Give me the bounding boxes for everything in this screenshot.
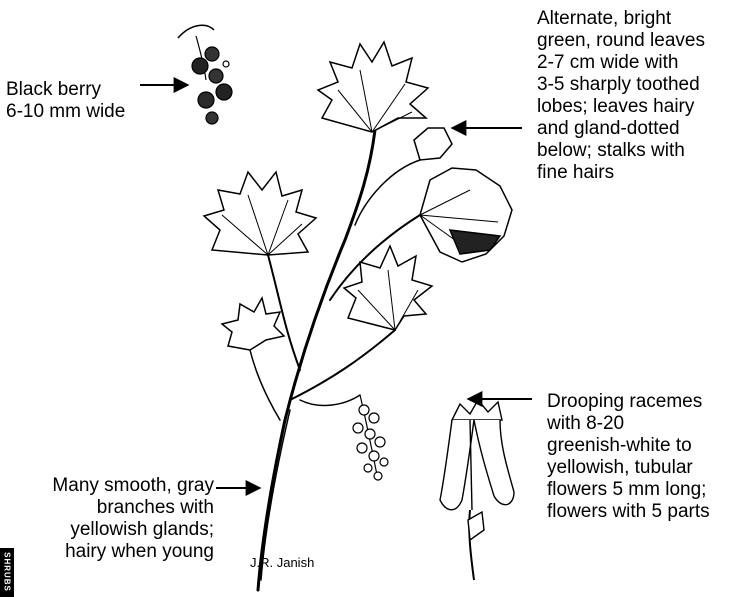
berry-label-line: Black berry (6, 79, 166, 101)
leaf (344, 246, 432, 330)
berry-cluster (178, 25, 232, 124)
berry-label: Black berry 6-10 mm wide (6, 79, 166, 123)
section-tab-label: SHRUBS (3, 552, 12, 592)
leaves-label-line: lobes; leaves hairy (537, 96, 736, 118)
leaves-label-line: green, round leaves (537, 30, 736, 52)
leaf (204, 172, 316, 255)
leaf (420, 168, 512, 262)
branches-label-line: Many smooth, gray (14, 475, 214, 497)
flowers-label-line: Drooping racemes (547, 391, 736, 413)
flowers-label-line: flowers with 5 parts (547, 501, 736, 523)
branches-label-line: hairy when young (14, 541, 214, 563)
flowers-label: Drooping racemes with 8-20 greenish-whit… (547, 391, 736, 523)
berry-label-line: 6-10 mm wide (6, 101, 166, 123)
leaves-label: Alternate, bright green, round leaves 2-… (537, 8, 736, 184)
leaves-label-line: and gland-dotted (537, 118, 736, 140)
branches-label-line: branches with (14, 497, 214, 519)
branches-label-line: yellowish glands; (14, 519, 214, 541)
leaves-label-line: fine hairs (537, 162, 736, 184)
branches-label: Many smooth, gray branches with yellowis… (14, 475, 214, 563)
flowers-label-line: greenish-white to (547, 435, 736, 457)
leaf (318, 42, 428, 132)
flowers-label-line: with 8-20 (547, 413, 736, 435)
leaf (414, 128, 452, 160)
leaves-label-line: Alternate, bright (537, 8, 736, 30)
leaf (222, 298, 284, 350)
flower-raceme (353, 395, 388, 480)
flowers-label-line: flowers 5 mm long; (547, 479, 736, 501)
leaves-label-line: 2-7 cm wide with (537, 52, 736, 74)
leaves-label-line: 3-5 sharply toothed (537, 74, 736, 96)
illustrator-credit: J.R. Janish (250, 555, 314, 570)
flowers-label-line: yellowish, tubular (547, 457, 736, 479)
flower-detail (440, 400, 514, 580)
leaves-label-line: below; stalks with (537, 140, 736, 162)
